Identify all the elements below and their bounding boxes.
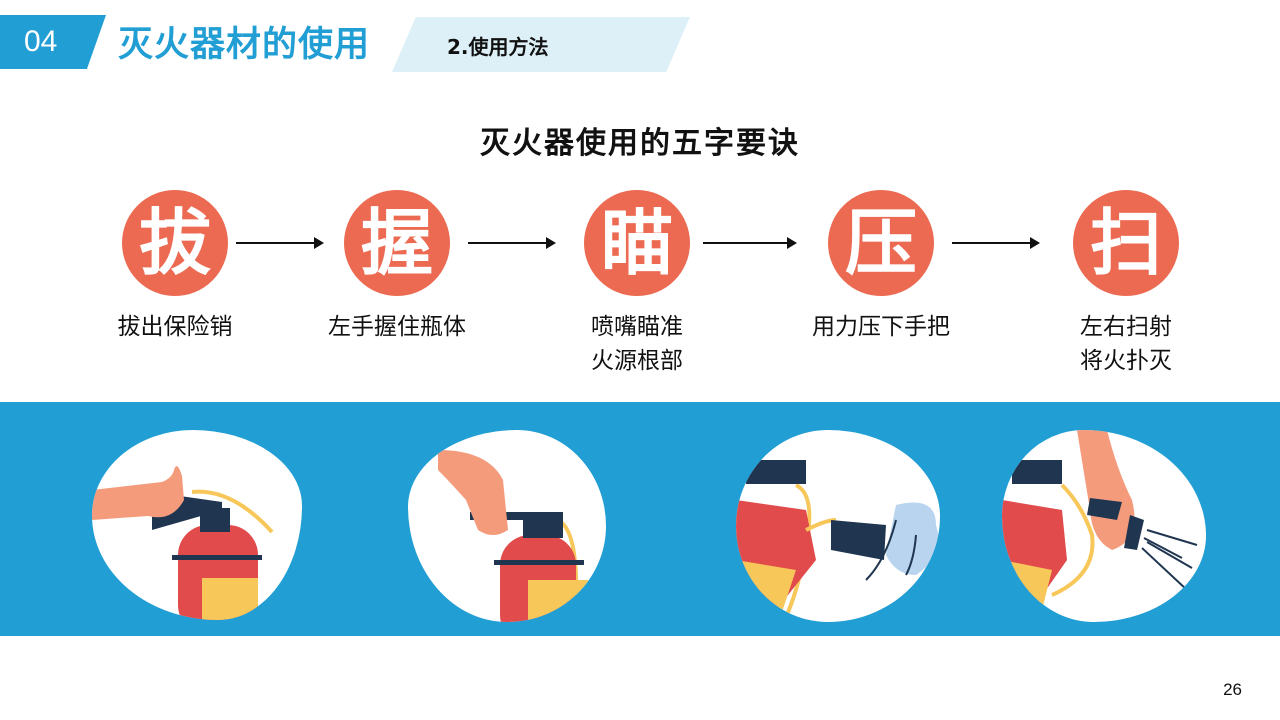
- arrow-right-icon: [703, 237, 797, 249]
- step-description: 左手握住瓶体: [328, 314, 466, 340]
- step-grip: 握 左手握住瓶体: [297, 190, 497, 344]
- step-char-circle: 拔: [122, 190, 228, 296]
- step-char-circle: 压: [828, 190, 934, 296]
- grip-cylinder-illustration: [408, 430, 606, 622]
- arrow-right-icon: [236, 237, 324, 249]
- arrow-right-icon: [468, 237, 556, 249]
- subsection-banner: 2.使用方法: [392, 17, 690, 72]
- step-description: 喷嘴瞄准 火源根部: [591, 314, 683, 374]
- step-char-circle: 扫: [1073, 190, 1179, 296]
- step-description: 用力压下手把: [812, 314, 950, 340]
- page-title: 灭火器使用的五字要诀: [480, 126, 800, 161]
- page-number: 26: [1223, 680, 1242, 699]
- step-description: 拔出保险销: [117, 314, 233, 340]
- step-squeeze: 压 用力压下手把: [781, 190, 981, 344]
- step-pull: 拔 拔出保险销: [75, 190, 275, 344]
- section-number-badge: 04: [0, 15, 106, 69]
- arrow-right-icon: [952, 237, 1040, 249]
- step-char-circle: 握: [344, 190, 450, 296]
- step-char-circle: 瞄: [584, 190, 690, 296]
- step-description: 左右扫射 将火扑灭: [1080, 314, 1172, 374]
- section-title: 灭火器材的使用: [118, 25, 371, 65]
- step-sweep: 扫 左右扫射 将火扑灭: [1026, 190, 1226, 378]
- pull-pin-illustration: [92, 430, 302, 620]
- subsection-title: 2.使用方法: [447, 35, 549, 59]
- step-aim: 瞄 喷嘴瞄准 火源根部: [537, 190, 737, 378]
- illustration-band: [0, 402, 1280, 636]
- aim-nozzle-illustration: [736, 430, 940, 622]
- squeeze-sweep-illustration: [1002, 430, 1206, 622]
